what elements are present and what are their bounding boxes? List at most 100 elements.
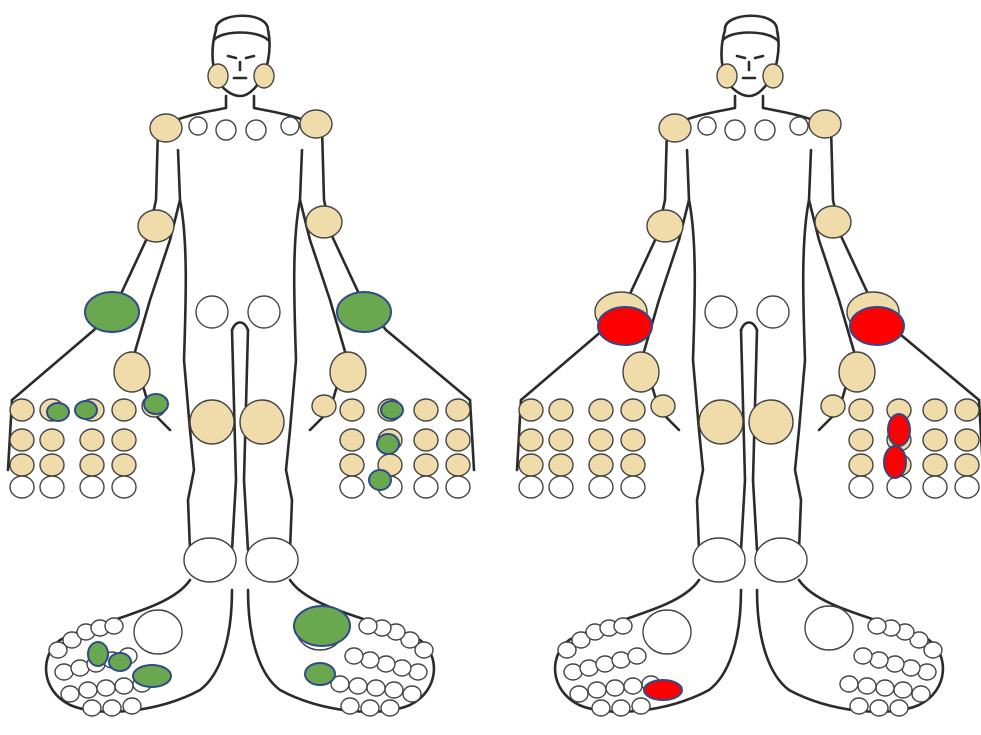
joint-lh-f0-r1 — [340, 429, 364, 451]
joint-rf-toe-11 — [588, 682, 606, 698]
joint-lf-toe-6 — [902, 660, 920, 676]
joint-rh-f0-r0 — [10, 399, 34, 421]
affected-joint-marker-left-mcp-2 — [381, 401, 403, 419]
joint-rf-toe-6 — [580, 660, 598, 676]
joint-sternum-b — [755, 120, 775, 140]
joint-rh-f0-r3 — [519, 476, 543, 498]
joint-left-sc — [281, 117, 299, 135]
joint-lh-f3-r2 — [955, 454, 979, 476]
joint-lf-toe-5 — [918, 664, 936, 680]
joint-lh-f2-r2 — [923, 454, 947, 476]
joint-right-thumb-cmc — [623, 352, 659, 392]
joint-lf-toe-15 — [890, 700, 908, 716]
affected-joint-marker-left-pip-2 — [888, 414, 910, 446]
joint-lf-toe-6 — [393, 660, 411, 676]
joint-right-elbow — [138, 210, 174, 242]
joint-lh-f3-r3 — [955, 476, 979, 498]
body-outline-segment — [723, 33, 777, 41]
affected-joint-marker-right-wrist — [85, 292, 139, 332]
joint-rh-f3-r1 — [621, 429, 645, 451]
joint-lf-toe-7 — [377, 656, 395, 672]
joint-lh-f0-r0 — [849, 399, 873, 421]
joint-rf-toe-4 — [105, 618, 123, 634]
joint-lf-toe-7 — [886, 656, 904, 672]
joint-rh-thumb-ip — [651, 395, 675, 417]
affected-joint-marker-right-mcp-3 — [75, 401, 97, 419]
joint-rf-toe-15 — [592, 700, 610, 716]
joint-left-hip — [757, 296, 789, 328]
joint-lh-f0-r0 — [340, 399, 364, 421]
joint-lh-f1-r3 — [887, 476, 911, 498]
joint-lh-f0-r1 — [849, 429, 873, 451]
joint-right-hip — [705, 296, 737, 328]
affected-joint-marker-left-foot-mtp-b — [109, 653, 131, 671]
joint-rf-toe-4 — [614, 618, 632, 634]
affected-joint-marker-left-pip-2 — [377, 434, 399, 454]
joint-lf-toe-4 — [359, 618, 377, 634]
joint-right-ear — [208, 64, 228, 88]
joint-right-elbow — [647, 210, 683, 242]
joint-rf-toe-15 — [83, 700, 101, 716]
joint-lh-f2-r0 — [923, 399, 947, 421]
joint-left-hip — [248, 296, 280, 328]
joint-rh-f1-r1 — [40, 429, 64, 451]
joint-lh-thumb-ip — [821, 395, 845, 417]
joint-left-thumb-cmc — [330, 352, 366, 392]
joint-rf-toe-13 — [115, 678, 133, 694]
joint-left-shoulder — [809, 110, 841, 138]
joint-lh-f0-r3 — [340, 476, 364, 498]
joint-lf-toe-4 — [868, 618, 886, 634]
joint-lh-f3-r1 — [446, 429, 470, 451]
joint-rh-f2-r1 — [80, 429, 104, 451]
joint-right-thumb-cmc — [114, 352, 150, 392]
joint-lf-toe-5 — [409, 664, 427, 680]
joint-rf-toe-12 — [97, 680, 115, 696]
joint-rh-f1-r0 — [549, 399, 573, 421]
joint-right-sc — [698, 117, 716, 135]
joint-rh-f2-r2 — [589, 454, 613, 476]
body-outline-segment — [689, 200, 703, 550]
body-outline-segment — [254, 96, 470, 400]
joint-lh-f2-r2 — [414, 454, 438, 476]
joint-rf-toe-17 — [632, 698, 650, 714]
left-body-figure — [8, 16, 474, 716]
joint-rf-toe-12 — [606, 680, 624, 696]
joint-lh-f2-r0 — [414, 399, 438, 421]
body-outline-segment — [521, 96, 735, 400]
body-outline-segment — [244, 330, 248, 550]
joint-left-ear — [763, 64, 783, 88]
joint-rh-f2-r1 — [589, 429, 613, 451]
joint-rh-f3-r0 — [621, 399, 645, 421]
joint-rf-toe-10 — [61, 686, 79, 702]
joint-rh-f3-r3 — [112, 476, 136, 498]
joint-right-ear — [717, 64, 737, 88]
face-feature — [737, 56, 745, 58]
joint-left-elbow — [815, 206, 851, 238]
joint-left-ankle — [246, 538, 298, 582]
joint-lf-toe-13 — [858, 678, 876, 694]
joint-lf-toe-15 — [381, 700, 399, 716]
affected-joint-marker-right-thumb-mcp — [144, 394, 168, 414]
joint-rf-toe-8 — [612, 652, 630, 668]
face-feature — [246, 56, 254, 58]
body-outline-segment — [741, 330, 745, 550]
body-outline-segment — [232, 323, 248, 331]
joint-lf-toe-11 — [385, 682, 403, 698]
joint-right-hip — [196, 296, 228, 328]
affected-joint-marker-left-foot-mtp-a — [88, 642, 108, 666]
joint-rf-toe-16 — [103, 700, 121, 716]
affected-joint-marker-right-ankle-area — [294, 606, 350, 646]
joint-rh-f2-r3 — [589, 476, 613, 498]
joint-left-heel — [805, 606, 853, 650]
joint-lh-f0-r3 — [849, 476, 873, 498]
joint-right-heel — [643, 610, 691, 654]
affected-joint-marker-left-wrist — [337, 292, 391, 332]
joint-left-knee — [749, 400, 793, 444]
joint-lf-toe-12 — [876, 680, 894, 696]
joint-lh-f3-r0 — [446, 399, 470, 421]
joint-left-thumb-cmc — [839, 352, 875, 392]
joint-lh-f2-r3 — [923, 476, 947, 498]
joint-right-sc — [189, 117, 207, 135]
joint-sternum-b — [246, 120, 266, 140]
